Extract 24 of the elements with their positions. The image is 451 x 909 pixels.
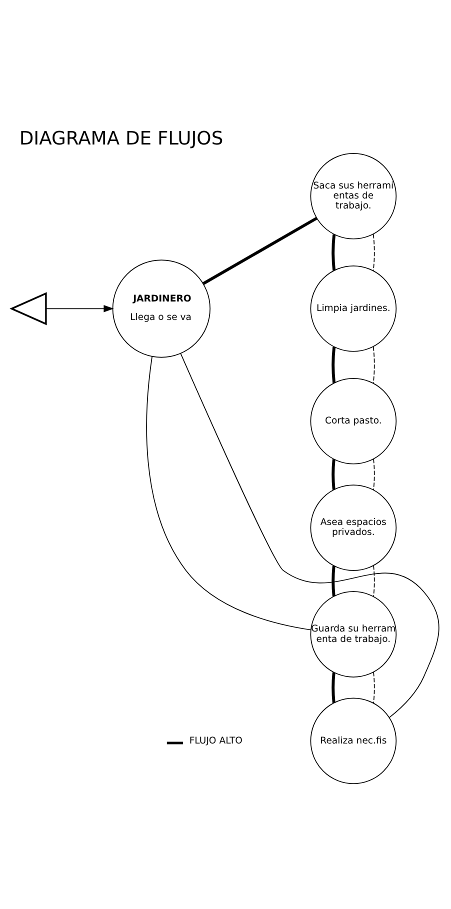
connector: [373, 671, 375, 703]
node-circle: Realiza nec.fis: [310, 697, 397, 784]
node-picture: [10, 292, 47, 325]
connector: [332, 234, 336, 270]
connector: [332, 565, 336, 596]
connector: [373, 564, 375, 596]
arrow: [46, 304, 114, 312]
node-circle: Limpia jardines.: [310, 265, 397, 352]
connector: [332, 672, 336, 703]
connector: [332, 458, 336, 490]
connector: [372, 346, 375, 383]
diagram-title: DIAGRAMA DE FLUJOS: [19, 128, 224, 150]
connector: [372, 233, 375, 270]
node-circle: Asea espacios privados.: [310, 484, 397, 570]
connector: [373, 458, 375, 490]
connector: [332, 346, 336, 382]
node-circle: Guarda su herram enta de trabajo.: [310, 590, 397, 677]
node-circle: JARDINERO Llega o se va: [112, 259, 210, 358]
node-circle: Saca sus herrami entas de trabajo.: [310, 152, 397, 239]
connector: [202, 216, 318, 284]
legend-label: FLUJO ALTO: [189, 734, 242, 746]
connector: [146, 356, 312, 630]
node-circle: Corta pasto.: [310, 378, 397, 464]
connector: [180, 352, 440, 718]
